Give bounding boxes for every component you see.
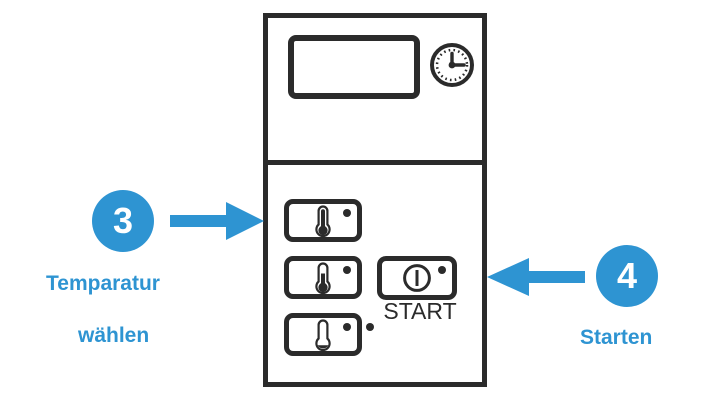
step-3-caption-line1: Temparatur <box>46 272 160 295</box>
step-3-caption-line2: wählen <box>78 324 150 347</box>
panel-divider <box>263 160 487 165</box>
step-badge-3-number: 3 <box>112 200 134 241</box>
temperature-button-low[interactable] <box>284 313 362 356</box>
start-button-led <box>438 266 446 274</box>
thermometer-low-icon <box>314 318 332 352</box>
temperature-button-high[interactable] <box>284 199 362 242</box>
indicator-dot <box>366 323 374 331</box>
arrow-right-icon <box>170 202 264 240</box>
step-badge-3: 3 <box>92 190 154 252</box>
thermometer-half-icon <box>314 261 332 295</box>
clock-icon <box>428 41 476 89</box>
arrow-left-icon <box>487 258 585 296</box>
thermometer-full-icon <box>314 204 332 238</box>
temperature-button-low-led <box>343 323 351 331</box>
start-button[interactable] <box>377 256 457 300</box>
step-badge-4: 4 <box>596 245 658 307</box>
step-4-caption: Starten <box>580 326 653 349</box>
temperature-button-medium[interactable] <box>284 256 362 299</box>
lcd-display <box>288 35 420 99</box>
power-icon <box>402 263 432 293</box>
temperature-button-medium-led <box>343 266 351 274</box>
step-badge-4-number: 4 <box>616 255 638 296</box>
temperature-button-high-led <box>343 209 351 217</box>
start-button-label: START <box>383 298 457 324</box>
